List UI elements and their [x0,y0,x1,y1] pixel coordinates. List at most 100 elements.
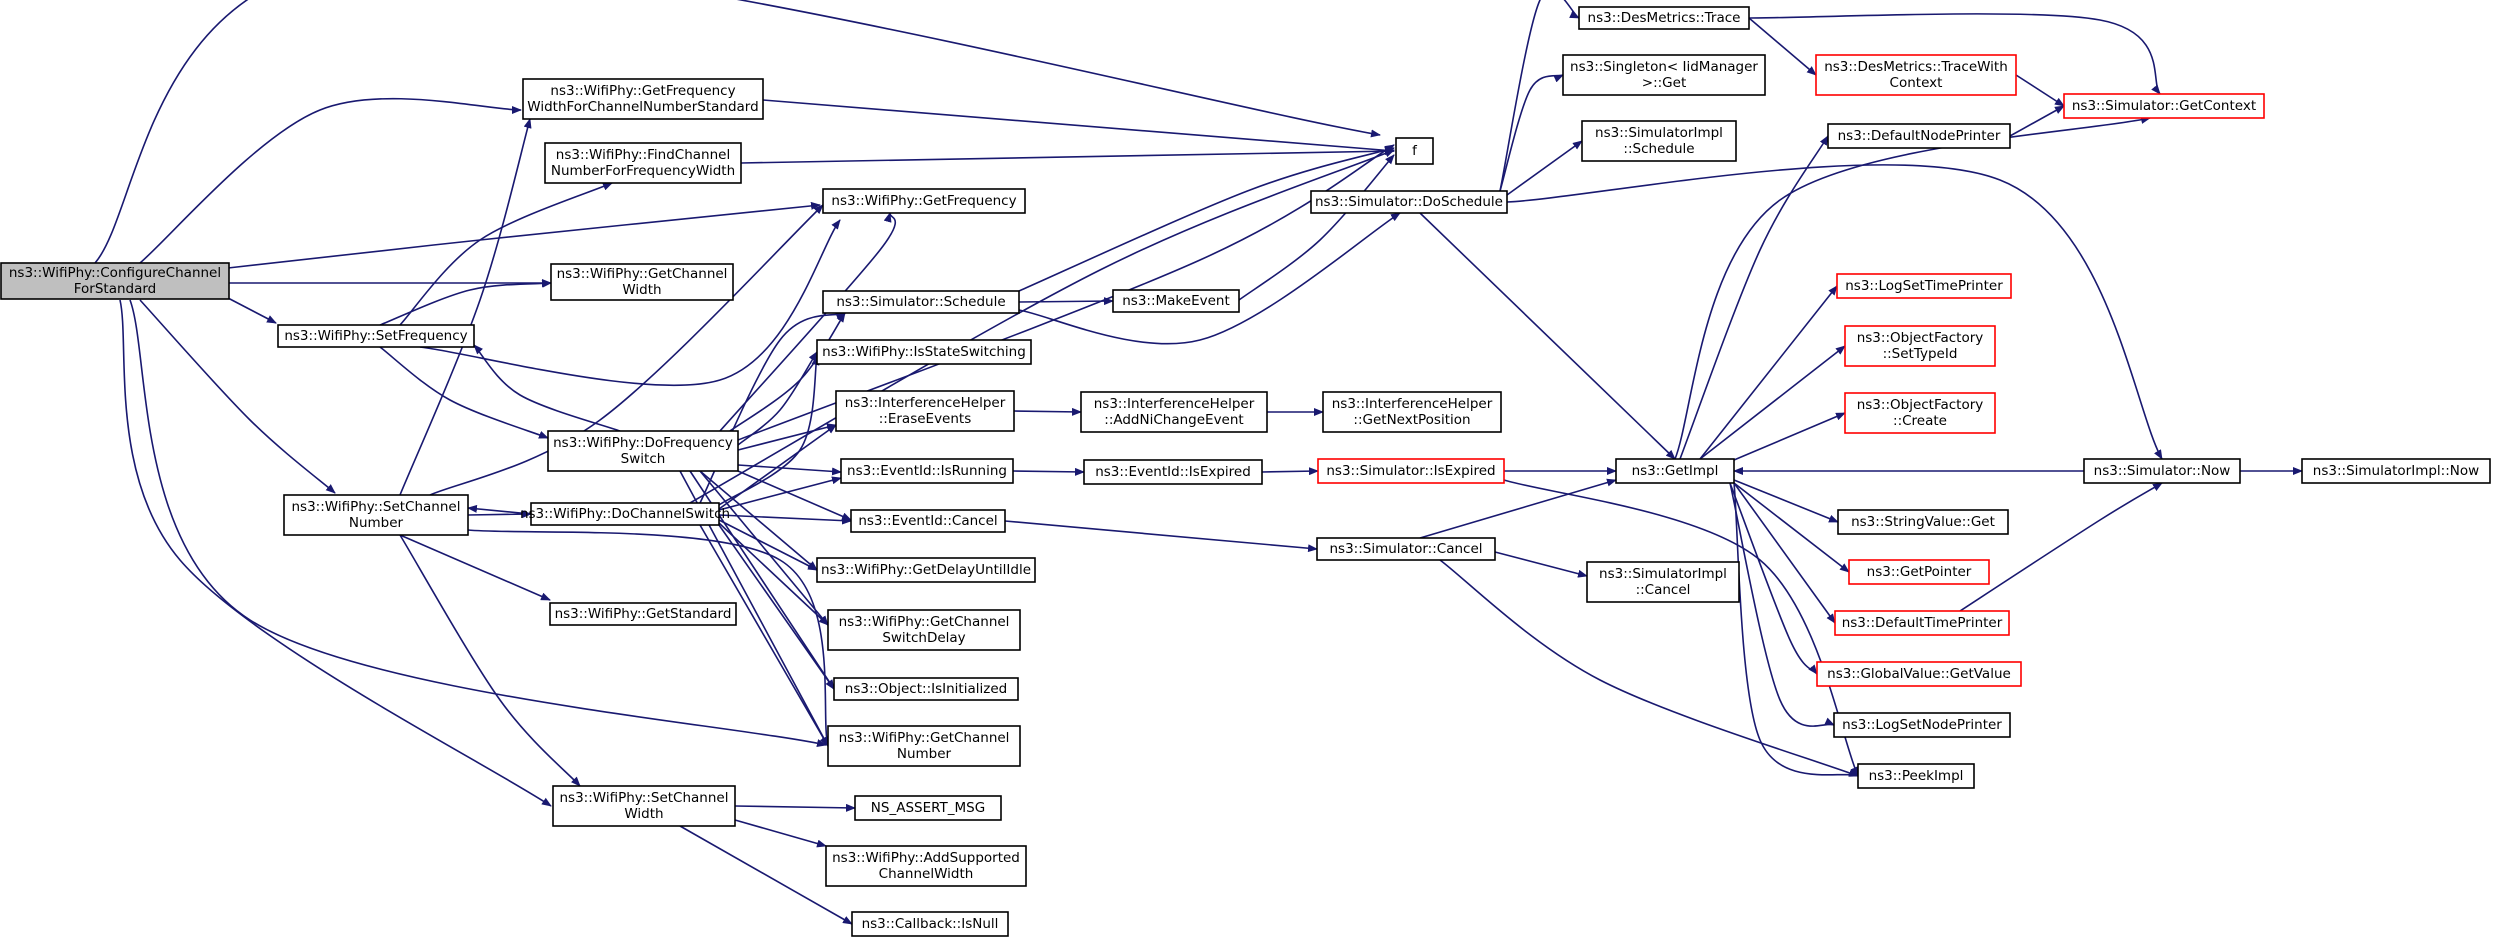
edge-isrunning-to-isexpired [1012,467,1085,476]
node-label: ns3::Singleton< IidManager [1570,59,1758,75]
node-label: ns3::InterferenceHelper [1094,396,1255,412]
edge-configure-to-f [94,0,1381,264]
edge-dochannelswitch-to-eventcancel [718,514,852,525]
edge-getimpl-to-getcontext [1674,116,2151,460]
node-desmetricstrace[interactable]: ns3::DesMetrics::Trace [1578,6,1750,30]
node-label: ns3::EventId::Cancel [858,513,997,529]
node-f[interactable]: f [1395,137,1434,165]
node-isinitialized[interactable]: ns3::Object::IsInitialized [833,677,1019,701]
edge-setfrequency-to-getchannelwidth [379,279,552,326]
node-isstateswitching[interactable]: ns3::WifiPhy::IsStateSwitching [816,339,1032,365]
edge-doschedule-to-simnow [1506,164,2163,460]
node-erasevents[interactable]: ns3::InterferenceHelper::EraseEvents [835,390,1015,432]
node-logsetnodeprinter[interactable]: ns3::LogSetNodePrinter [1833,712,2011,738]
node-label: ns3::InterferenceHelper [1332,396,1493,412]
node-defaultnodeprinter[interactable]: ns3::DefaultNodePrinter [1827,123,2011,149]
node-simimplschedule[interactable]: ns3::SimulatorImpl::Schedule [1581,120,1737,162]
node-label: ns3::Simulator::GetContext [2072,98,2256,114]
node-getpointer[interactable]: ns3::GetPointer [1848,559,1990,585]
node-nsassert[interactable]: NS_ASSERT_MSG [854,795,1002,821]
node-dochannelswitch[interactable]: ns3::WifiPhy::DoChannelSwitch [520,502,730,526]
node-box [1310,190,1508,214]
edge-simcancel-to-peekimpl [1439,559,1859,777]
edge-doschedule-to-desmetricstrace [1499,0,1580,192]
node-box [549,602,737,626]
node-makeevent[interactable]: ns3::MakeEvent [1112,289,1240,313]
node-box [283,494,469,536]
node-box [2063,93,2265,119]
edge-configure-to-setchannelwidth [119,299,552,807]
node-defaulttimeprinter[interactable]: ns3::DefaultTimePrinter [1834,610,2010,636]
node-box [1836,273,2012,299]
edge-dofreqswitch-to-setfrequency [473,344,621,432]
node-getstandard[interactable]: ns3::WifiPhy::GetStandard [549,602,737,626]
node-box [1848,559,1990,585]
edge-dochannelswitch-to-isrunning [718,476,842,511]
node-label: ns3::EventId::IsRunning [847,463,1007,479]
node-isexpired[interactable]: ns3::EventId::IsExpired [1083,459,1263,485]
node-findchannel[interactable]: ns3::WifiPhy::FindChannelNumberForFreque… [544,142,742,184]
node-label: ns3::EventId::IsExpired [1095,464,1251,480]
node-getfrequency[interactable]: ns3::WifiPhy::GetFrequency [822,188,1026,214]
node-box [550,263,734,301]
node-setfrequency[interactable]: ns3::WifiPhy::SetFrequency [277,324,475,348]
node-getnextposition[interactable]: ns3::InterferenceHelper::GetNextPosition [1322,391,1502,433]
node-label: ::AddNiChangeEvent [1104,412,1243,428]
node-peekimpl[interactable]: ns3::PeekImpl [1857,763,1975,789]
node-label: SwitchDelay [882,630,965,646]
node-eventcancel[interactable]: ns3::EventId::Cancel [850,509,1006,533]
node-simimplcancel[interactable]: ns3::SimulatorImpl::Cancel [1586,561,1740,603]
node-getfreqwidth[interactable]: ns3::WifiPhy::GetFrequencyWidthForChanne… [522,78,764,120]
edge-simschedule-to-f [1018,146,1395,292]
edge-setchannelnumber-to-getchannelnumber [467,529,830,747]
node-getimpl[interactable]: ns3::GetImpl [1615,458,1735,484]
node-doschedule[interactable]: ns3::Simulator::DoSchedule [1310,190,1508,214]
node-stringvalueget[interactable]: ns3::StringValue::Get [1837,509,2009,535]
node-label: ns3::StringValue::Get [1851,514,1995,530]
node-simnow[interactable]: ns3::Simulator::Now [2083,458,2241,484]
node-logsettimeprinter[interactable]: ns3::LogSetTimePrinter [1836,273,2012,299]
edge-dofreqswitch-to-isrunning [737,464,842,476]
node-callbackisnull[interactable]: ns3::Callback::IsNull [851,911,1009,937]
node-settypeid[interactable]: ns3::ObjectFactory::SetTypeId [1844,325,1996,367]
node-label: ns3::WifiPhy::GetChannel [839,730,1010,746]
node-label: ns3::SimulatorImpl::Now [2313,463,2479,479]
node-configure[interactable]: ns3::WifiPhy::ConfigureChannelForStandar… [0,262,230,300]
node-box [547,430,739,472]
edge-simschedule-to-makeevent [1018,297,1114,306]
node-box [816,557,1036,583]
node-globalvalueget[interactable]: ns3::GlobalValue::GetValue [1816,661,2022,687]
node-label: ns3::Object::IsInitialized [845,681,1007,697]
call-graph-nodes: ns3::WifiPhy::ConfigureChannelForStandar… [0,6,2491,937]
node-label: ns3::WifiPhy::SetFrequency [284,328,467,344]
node-getdelayuntilidle[interactable]: ns3::WifiPhy::GetDelayUntilIdle [816,557,1036,583]
edge-dochannelswitch-to-getchannelswitchdelay [718,522,829,626]
edge-getimpl-to-logsetnodeprinter [1729,482,1835,727]
node-simschedule[interactable]: ns3::Simulator::Schedule [822,290,1020,314]
node-simimplnow[interactable]: ns3::SimulatorImpl::Now [2301,458,2491,484]
node-addnichange[interactable]: ns3::InterferenceHelper::AddNiChangeEven… [1080,391,1268,433]
node-box [1834,610,2010,636]
node-simcancel[interactable]: ns3::Simulator::Cancel [1316,537,1496,561]
node-label: ns3::DesMetrics::TraceWith [1824,59,2008,75]
node-getcontext[interactable]: ns3::Simulator::GetContext [2063,93,2265,119]
node-isrunning[interactable]: ns3::EventId::IsRunning [840,458,1014,484]
node-label: ::SetTypeId [1883,346,1958,362]
node-simisexpired[interactable]: ns3::Simulator::IsExpired [1317,458,1505,484]
node-box [2083,458,2241,484]
node-singletonget[interactable]: ns3::Singleton< IidManager >::Get [1562,54,1766,96]
node-objfactorycreate[interactable]: ns3::ObjectFactory::Create [1844,392,1996,434]
edge-setfrequency-to-dofreqswitch [379,346,549,439]
edge-getimpl-to-objfactorycreate [1733,412,1846,461]
edge-setchannelnumber-to-getfrequency [429,204,824,496]
edge-setchannelnumber-to-getstandard [399,534,551,601]
node-box [1316,537,1496,561]
